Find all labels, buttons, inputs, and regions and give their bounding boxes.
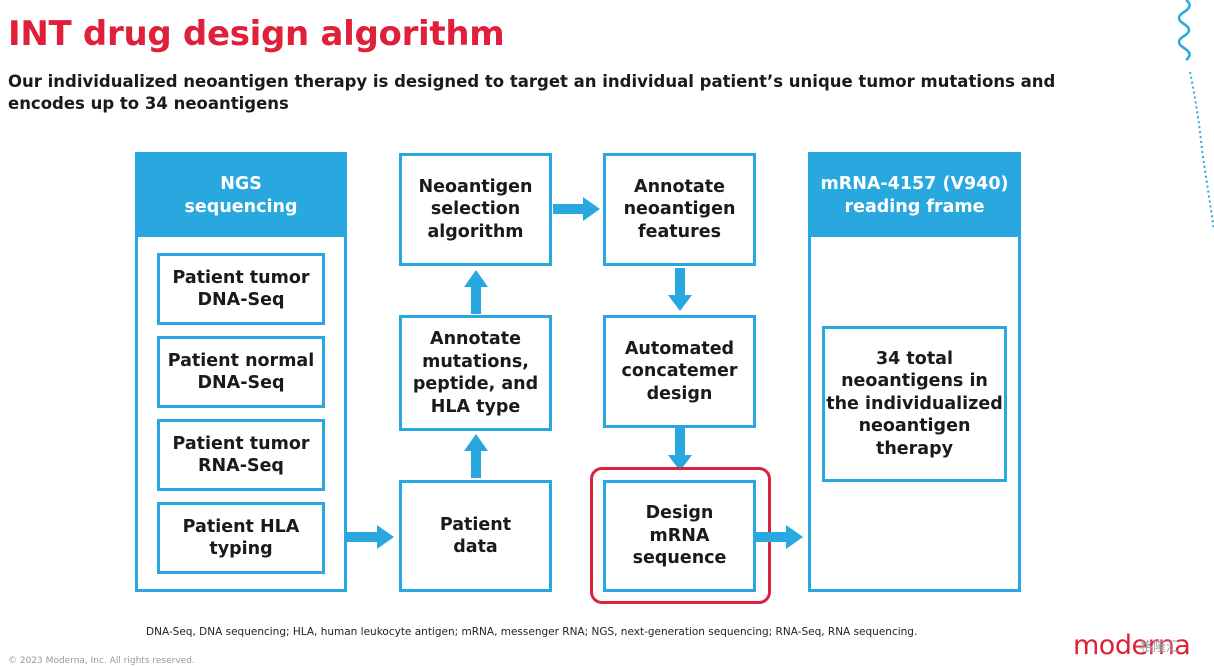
annotate-features-box: Annotate neoantigen features [603, 153, 756, 266]
neoantigen-count-line1: 34 total [875, 348, 953, 369]
neoantigen-count-line2: neoantigens in [841, 371, 988, 392]
concatemer-line3: design [646, 383, 713, 404]
annotate-mutations-box: Annotate mutations, peptide, and HLA typ… [399, 315, 552, 431]
design-mrna-box: Design mRNA sequence [603, 480, 756, 592]
ngs-item-hla-typing: Patient HLA typing [157, 502, 325, 574]
ngs-panel-header: NGS sequencing [138, 155, 344, 237]
ngs-item-normal-dna: Patient normal DNA-Seq [157, 336, 325, 408]
selection-algorithm-line2: selection [430, 199, 521, 220]
copyright-text: © 2023 Moderna, Inc. All rights reserved… [8, 656, 195, 666]
arrow-icon [347, 525, 394, 549]
moderna-logo: moderna [1073, 630, 1191, 661]
ngs-item-line1: Patient tumor [172, 267, 310, 288]
annotate-features-line1: Annotate [634, 176, 725, 197]
patient-data-line1: Patient [439, 514, 512, 535]
arrow-icon [464, 434, 488, 478]
concatemer-design-box: Automated concatemer design [603, 315, 756, 428]
ngs-item-line2: RNA-Seq [198, 456, 284, 476]
reading-frame-header: mRNA-4157 (V940) reading frame [811, 155, 1018, 237]
patient-data-box: Patient data [399, 480, 552, 592]
annotate-mutations-line1: Annotate [430, 329, 521, 349]
neoantigen-count-line3: the individualized [826, 393, 1003, 414]
ngs-item-line2: DNA-Seq [197, 290, 285, 310]
neoantigen-count-line5: therapy [875, 438, 954, 459]
patient-data-line2: data [453, 537, 498, 557]
ngs-header-line2: sequencing [184, 197, 298, 217]
abbreviations-footnote: DNA-Seq, DNA sequencing; HLA, human leuk… [146, 626, 918, 638]
reading-frame-header-line1: mRNA-4157 (V940) [820, 174, 1009, 194]
neoantigen-count-box: 34 total neoantigens in the individualiz… [822, 326, 1007, 482]
concatemer-line2: concatemer [621, 361, 738, 382]
watermark-text: 格隆汇 [1140, 640, 1180, 655]
arrow-icon [553, 197, 600, 221]
reading-frame-header-line2: reading frame [844, 197, 985, 217]
annotate-mutations-line3: peptide, and [412, 374, 539, 394]
annotate-mutations-line4: HLA type [430, 396, 521, 417]
annotate-features-line2: neoantigen [623, 199, 736, 220]
neoantigen-count-line4: neoantigen [858, 416, 971, 437]
ngs-item-line1: Patient normal [167, 350, 315, 371]
ngs-item-tumor-rna: Patient tumor RNA-Seq [157, 419, 325, 491]
page-subtitle: Our individualized neoantigen therapy is… [8, 72, 1056, 113]
ngs-item-tumor-dna: Patient tumor DNA-Seq [157, 253, 325, 325]
page-title: INT drug design algorithm [8, 14, 505, 54]
arrow-icon [668, 428, 692, 471]
arrow-icon [668, 268, 692, 311]
selection-algorithm-line3: algorithm [427, 221, 524, 242]
annotate-features-line3: features [637, 221, 722, 242]
arrow-icon [756, 525, 803, 549]
ngs-header-line1: NGS [220, 174, 262, 194]
annotate-mutations-line2: mutations, [422, 351, 529, 372]
design-mrna-line1: Design [645, 503, 714, 524]
ngs-item-line2: DNA-Seq [197, 373, 285, 393]
design-mrna-line2: mRNA [649, 525, 710, 546]
concatemer-line1: Automated [624, 338, 735, 359]
arrow-icon [464, 270, 488, 314]
selection-algorithm-box: Neoantigen selection algorithm [399, 153, 552, 266]
squiggle-icon [1177, 0, 1214, 231]
ngs-item-line2: typing [209, 539, 273, 559]
selection-algorithm-line1: Neoantigen [418, 176, 533, 197]
design-mrna-line3: sequence [632, 548, 727, 569]
ngs-item-line1: Patient HLA [182, 516, 300, 537]
ngs-item-line1: Patient tumor [172, 433, 310, 454]
